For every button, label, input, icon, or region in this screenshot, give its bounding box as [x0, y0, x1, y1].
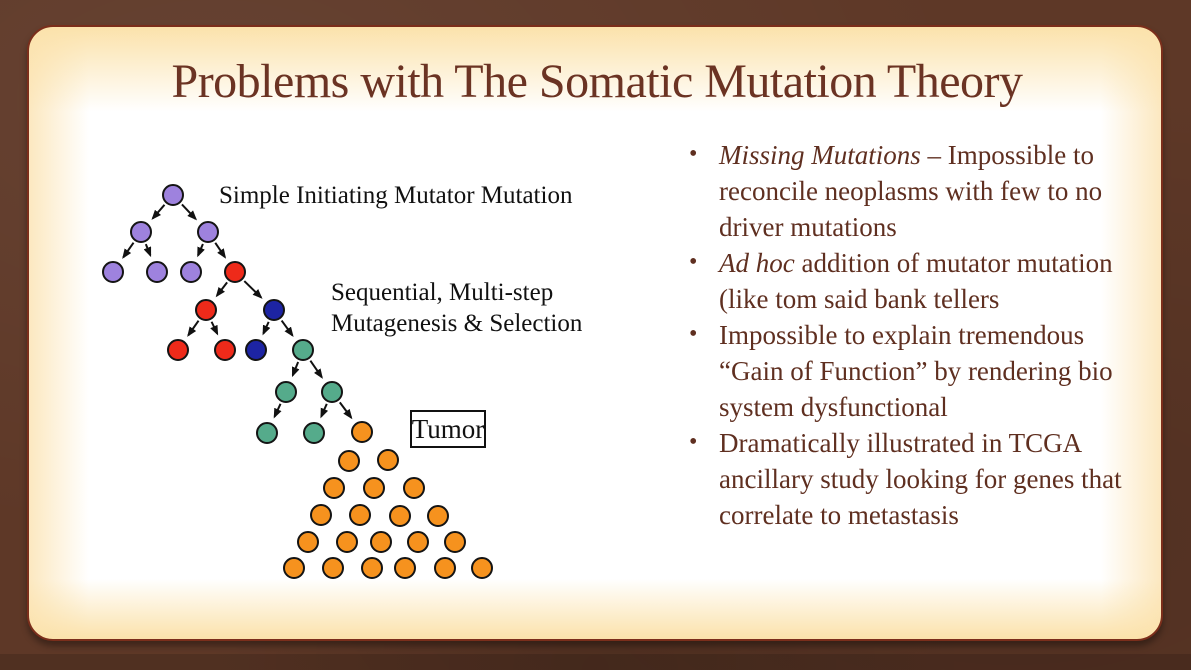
tree-node-orange — [370, 531, 392, 553]
tree-node-orange — [471, 557, 493, 579]
tree-node-orange — [323, 477, 345, 499]
tree-node-teal — [292, 339, 314, 361]
tree-node-orange — [283, 557, 305, 579]
tree-node-blue — [245, 339, 267, 361]
bullet-dot: • — [689, 429, 698, 455]
bullet-item: • Missing Mutations – Impossible to recon… — [683, 137, 1141, 245]
tree-arrow — [215, 281, 228, 298]
tumor-label: Tumor — [411, 413, 485, 444]
tree-arrow — [181, 203, 198, 221]
mutation-tree-diagram: Simple Initiating Mutator Mutation Seque… — [29, 27, 1165, 643]
bullet-dot: • — [689, 249, 698, 275]
bullet-item: • Impossible to explain tremendous “Gain … — [683, 317, 1141, 425]
tree-arrow — [338, 401, 353, 420]
tree-arrow — [210, 321, 219, 336]
bullet-text-italic: Missing Mutations — [719, 140, 921, 170]
tree-node-orange — [351, 421, 373, 443]
page-title: Problems with The Somatic Mutation Theor… — [171, 55, 1023, 108]
tree-arrow — [273, 403, 282, 419]
tree-node-red — [214, 339, 236, 361]
tree-node-orange — [363, 477, 385, 499]
tree-arrow — [151, 204, 166, 220]
tree-node-orange — [336, 531, 358, 553]
bullet-text: Impossible to explain tremendous “Gain o… — [719, 320, 1113, 422]
bullet-text: – Impossible to reconcile neoplasms with… — [719, 140, 1103, 242]
tree-node-orange — [403, 477, 425, 499]
tree-node-orange — [434, 557, 456, 579]
tree-node-orange — [444, 531, 466, 553]
tree-arrow — [291, 361, 300, 378]
tree-node-purple — [162, 184, 184, 206]
tree-node-red — [195, 299, 217, 321]
bullet-text: Dramatically illustrated in TCGA ancilla… — [719, 428, 1122, 530]
tree-node-purple — [130, 221, 152, 243]
tree-node-orange — [427, 505, 449, 527]
tree-arrow — [214, 242, 227, 259]
tree-node-red — [224, 261, 246, 283]
tree-arrow — [262, 321, 271, 336]
bullet-list-container: • Missing Mutations – Impossible to recon… — [683, 137, 1141, 533]
tree-node-purple — [146, 261, 168, 283]
tree-node-purple — [102, 261, 124, 283]
bullet-text-italic: Ad hoc — [719, 248, 795, 278]
label-initiating-mutation: Simple Initiating Mutator Mutation — [219, 182, 573, 209]
tree-arrow — [280, 319, 294, 338]
tree-edges — [122, 203, 353, 420]
bullet-dot: • — [689, 321, 698, 347]
tree-node-red — [167, 339, 189, 361]
tree-diagram-svg — [102, 184, 493, 579]
bottom-shadow-strip — [0, 654, 1191, 670]
bullet-list: • Missing Mutations – Impossible to recon… — [683, 137, 1141, 533]
tree-node-orange — [322, 557, 344, 579]
tree-node-orange — [297, 531, 319, 553]
tree-node-orange — [394, 557, 416, 579]
slide: Problems with The Somatic Mutation Theor… — [27, 25, 1163, 641]
tree-node-orange — [377, 449, 399, 471]
bullet-item: • Ad hoc addition of mutator mutation (li… — [683, 245, 1141, 317]
tree-nodes — [102, 184, 493, 579]
bullet-item: • Dramatically illustrated in TCGA ancill… — [683, 425, 1141, 533]
label-sequential-line2: Mutagenesis & Selection — [331, 310, 583, 337]
tree-arrow — [243, 280, 263, 299]
tree-node-teal — [275, 381, 297, 403]
label-sequential-mutagenesis: Sequential, Multi-step Mutagenesis & Sel… — [331, 277, 582, 339]
tumor-box: Tumor — [410, 410, 486, 448]
tree-arrow — [143, 243, 152, 258]
tree-node-purple — [180, 261, 202, 283]
tree-arrow — [320, 403, 329, 419]
tree-arrow — [122, 242, 135, 259]
tree-node-blue — [263, 299, 285, 321]
tree-node-teal — [303, 422, 325, 444]
bullet-dot: • — [689, 141, 698, 167]
bullet-text: addition of mutator mutation (like tom s… — [719, 248, 1113, 314]
tree-node-orange — [310, 504, 332, 526]
tree-arrow — [197, 243, 205, 258]
label-sequential-line1: Sequential, Multi-step — [331, 279, 554, 306]
tree-arrow — [309, 360, 323, 379]
tree-arrow — [187, 320, 200, 337]
tree-node-teal — [321, 381, 343, 403]
tree-node-orange — [389, 505, 411, 527]
tree-node-teal — [256, 422, 278, 444]
tree-node-orange — [349, 504, 371, 526]
tree-node-orange — [407, 531, 429, 553]
tree-node-orange — [361, 557, 383, 579]
tree-node-orange — [338, 450, 360, 472]
tree-node-purple — [197, 221, 219, 243]
